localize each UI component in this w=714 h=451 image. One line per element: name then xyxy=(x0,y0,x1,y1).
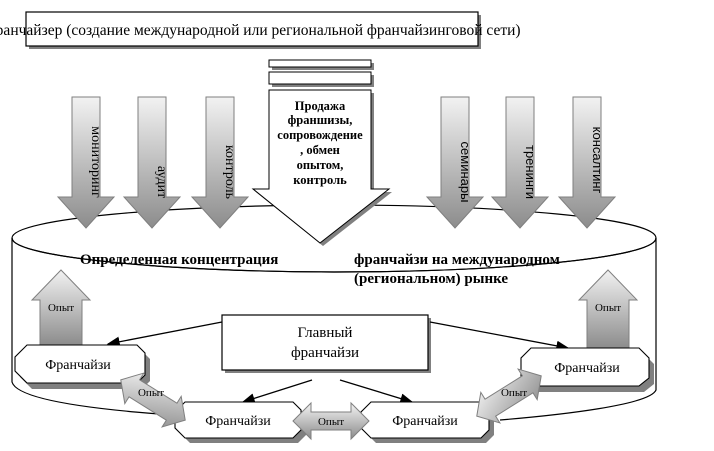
experience-double-arrow-bottom xyxy=(292,401,370,441)
cylinder-label-left: Определенная концентрация xyxy=(80,252,278,268)
franchisor-title: Франчайзер (создание международной или р… xyxy=(0,22,521,39)
central-sale-arrow: Продажа франшизы, сопровождение , обмен … xyxy=(251,59,392,246)
experience-label-double-bottom: Опыт xyxy=(318,416,344,428)
cylinder-label-right-2: (региональном) рынке xyxy=(354,271,508,287)
experience-double-arrow-right xyxy=(476,368,542,424)
central-line-1: Продажа xyxy=(295,99,346,113)
experience-up-arrow-left: Опыт xyxy=(30,269,92,346)
label-monitoring: мониторинг xyxy=(88,126,103,198)
experience-label-left: Опыт xyxy=(48,302,74,314)
central-line-3: сопровождение xyxy=(277,128,363,142)
franchisee-right: Франчайзи xyxy=(520,347,654,392)
down-arrow-monitoring: мониторинг xyxy=(56,96,116,229)
down-arrow-audit: аудит xyxy=(122,96,182,229)
connector-to-franchisee-bottom-left xyxy=(241,379,313,404)
main-franchisee-line-2: франчайзи xyxy=(291,345,359,361)
central-line-2: франшизы, xyxy=(288,113,353,127)
connector-to-franchisee-left xyxy=(106,321,223,347)
central-line-4: , обмен xyxy=(300,143,340,157)
central-line-6: контроль xyxy=(293,173,347,187)
experience-label-double-left: Опыт xyxy=(138,387,164,399)
experience-up-arrow-right: Опыт xyxy=(577,269,639,349)
label-trainings: тренинги xyxy=(523,145,538,199)
label-control: контроль xyxy=(222,145,237,199)
franchisee-left: Франчайзи xyxy=(14,344,150,389)
label-audit: аудит xyxy=(154,166,169,198)
franchisee-bottom-right: Франчайзи xyxy=(360,401,494,443)
franchisee-bottom-right-label: Франчайзи xyxy=(392,414,458,429)
main-franchisee-box: Главный франчайзи xyxy=(221,314,431,373)
experience-double-arrow-left xyxy=(120,372,186,428)
franchisee-bottom-left-label: Франчайзи xyxy=(205,414,271,429)
main-franchisee-line-1: Главный xyxy=(298,325,353,341)
franchisee-bottom-left: Франчайзи xyxy=(174,401,306,443)
connector-to-franchisee-right xyxy=(429,321,570,351)
cylinder-front-edge xyxy=(11,237,657,273)
franchisee-right-label: Франчайзи xyxy=(554,361,620,376)
down-arrow-consulting: консалтинг xyxy=(557,96,617,229)
franchisee-left-label: Франчайзи xyxy=(45,358,111,373)
connector-to-franchisee-bottom-right xyxy=(339,379,414,404)
down-arrow-trainings: тренинги xyxy=(490,96,550,229)
experience-label-double-right: Опыт xyxy=(501,387,527,399)
experience-label-right: Опыт xyxy=(595,302,621,314)
label-seminars: семинары xyxy=(458,142,473,203)
central-line-5: опытом, xyxy=(297,158,344,172)
down-arrow-seminars: семинары xyxy=(425,96,485,229)
label-consulting: консалтинг xyxy=(590,127,605,194)
down-arrow-control: контроль xyxy=(190,96,250,229)
franchisor-title-box: Франчайзер (создание международной или р… xyxy=(0,11,521,49)
cylinder-label-right-1: франчайзи на международном xyxy=(354,252,560,268)
